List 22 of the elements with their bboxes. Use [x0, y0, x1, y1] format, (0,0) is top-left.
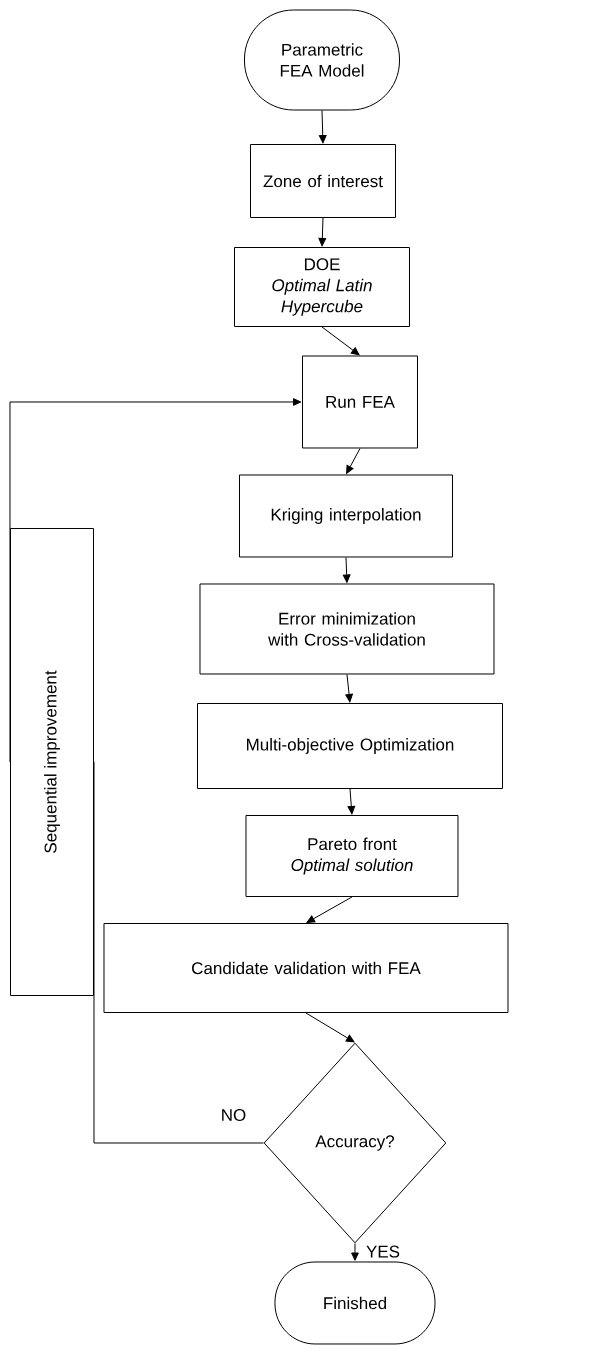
arrow [9, 398, 302, 763]
arrow [347, 788, 356, 815]
arrow [345, 674, 353, 703]
edge-label: NO [218, 1106, 249, 1123]
arrow [306, 896, 353, 923]
arrow [318, 110, 327, 144]
process-box: Pareto front Optimal solution [245, 815, 459, 897]
process-box: Run FEA [302, 355, 418, 449]
arrow [346, 448, 361, 474]
arrow [318, 217, 327, 247]
arrow [342, 557, 351, 583]
process-box: Multi-objective Optimization [197, 703, 503, 789]
edge-label: YES [364, 1243, 402, 1260]
process-box: DOE Optimal Latin Hypercube [234, 247, 410, 327]
arrow [321, 326, 360, 356]
process-box: Zone of interest [250, 144, 396, 218]
process-box: Kriging interpolation [239, 474, 453, 558]
process-box: Error minimization with Cross-validation [199, 583, 495, 675]
arrow [305, 1012, 355, 1043]
arrow [351, 1243, 359, 1261]
process-box: Candidate validation with FEA [103, 923, 509, 1013]
process-box: Sequential improvement [10, 528, 94, 996]
